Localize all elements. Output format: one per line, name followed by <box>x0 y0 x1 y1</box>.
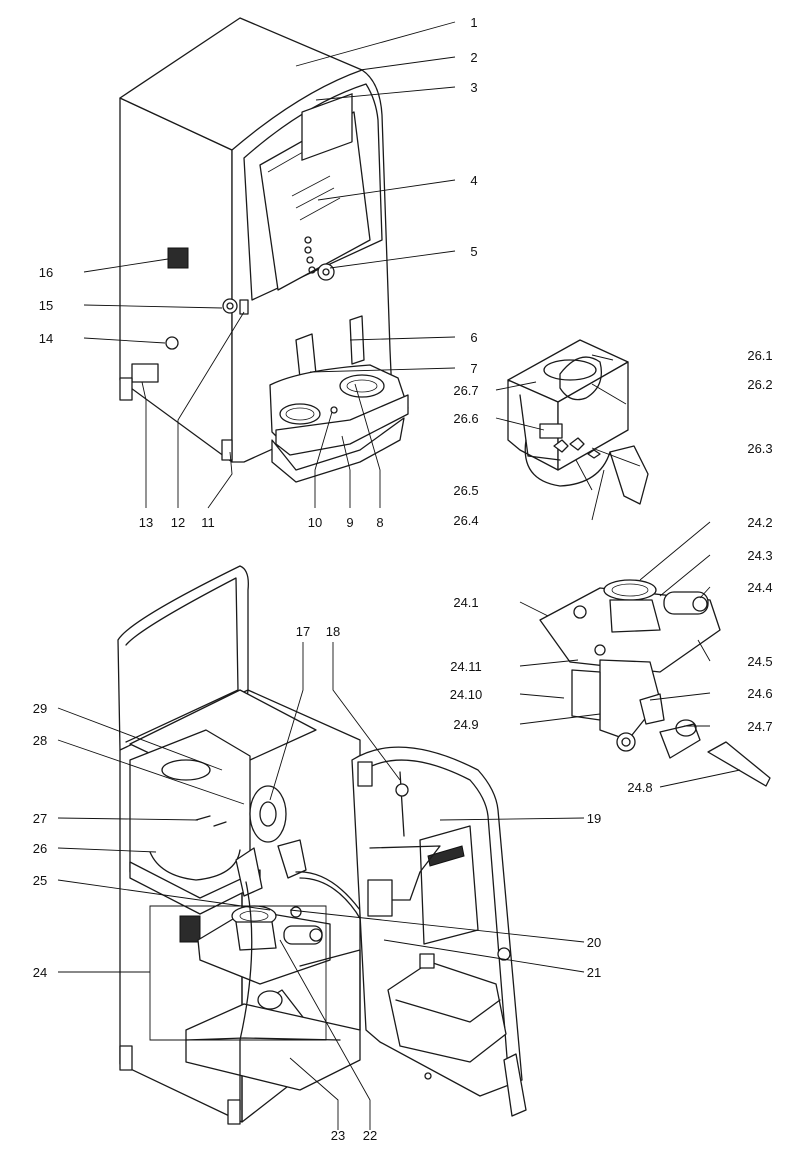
callout-7: 7 <box>470 361 477 376</box>
dispenser-opened-door <box>351 746 527 1117</box>
callout-13: 13 <box>139 515 153 530</box>
callout-8: 8 <box>376 515 383 530</box>
callout-14: 14 <box>39 331 53 346</box>
callout-24-7: 24.7 <box>747 719 772 734</box>
callout-29: 29 <box>33 701 47 716</box>
callout-labels: 1 2 3 4 5 6 7 8 9 10 11 12 13 14 15 16 1… <box>33 15 773 1143</box>
callout-24-2: 24.2 <box>747 515 772 530</box>
callout-18: 18 <box>326 624 340 639</box>
callout-24-10: 24.10 <box>450 687 483 702</box>
callout-23: 23 <box>331 1128 345 1143</box>
callout-10: 10 <box>308 515 322 530</box>
callout-26-4: 26.4 <box>453 513 478 528</box>
callout-24-8: 24.8 <box>627 780 652 795</box>
callout-27: 27 <box>33 811 47 826</box>
callout-24-5: 24.5 <box>747 654 772 669</box>
callout-24-4: 24.4 <box>747 580 772 595</box>
callout-24: 24 <box>33 965 47 980</box>
callout-26-1: 26.1 <box>747 348 772 363</box>
dispenser-opened <box>117 565 401 1125</box>
callout-4: 4 <box>470 173 477 188</box>
callout-17: 17 <box>296 624 310 639</box>
callout-2: 2 <box>470 50 477 65</box>
callout-24-11: 24.11 <box>450 659 482 674</box>
callout-11: 11 <box>201 515 215 530</box>
mixer-detail <box>539 579 771 787</box>
powder-box-detail <box>507 339 649 505</box>
callout-26-6: 26.6 <box>453 411 478 426</box>
leader-lines <box>57 21 741 1130</box>
callout-26-2: 26.2 <box>747 377 772 392</box>
callout-28: 28 <box>33 733 47 748</box>
callout-24-3: 24.3 <box>747 548 772 563</box>
dispenser-assembled <box>119 17 409 483</box>
callout-25: 25 <box>33 873 47 888</box>
callout-20: 20 <box>587 935 601 950</box>
callout-26-3: 26.3 <box>747 441 772 456</box>
callout-12: 12 <box>171 515 185 530</box>
callout-19: 19 <box>587 811 601 826</box>
callout-26-5: 26.5 <box>453 483 478 498</box>
callout-6: 6 <box>470 330 477 345</box>
callout-24-1: 24.1 <box>453 595 478 610</box>
callout-24-9: 24.9 <box>453 717 478 732</box>
callout-1: 1 <box>470 15 477 30</box>
callout-21: 21 <box>587 965 601 980</box>
callout-26-7: 26.7 <box>453 383 478 398</box>
callout-9: 9 <box>346 515 353 530</box>
callout-16: 16 <box>39 265 53 280</box>
callout-22: 22 <box>363 1128 377 1143</box>
callout-3: 3 <box>470 80 477 95</box>
callout-15: 15 <box>39 298 53 313</box>
callout-5: 5 <box>470 244 477 259</box>
callout-24-6: 24.6 <box>747 686 772 701</box>
callout-26: 26 <box>33 841 47 856</box>
